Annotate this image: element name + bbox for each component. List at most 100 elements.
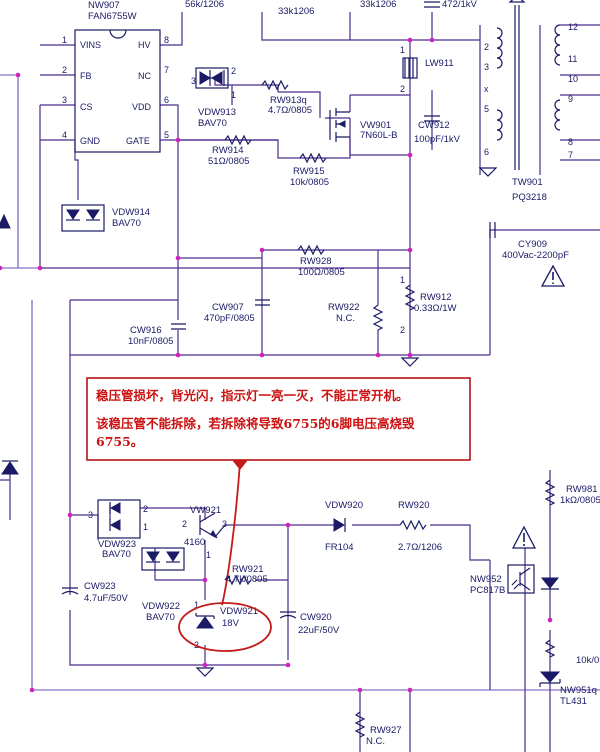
junctions bbox=[0, 37, 553, 693]
rw914-ref: RW914 bbox=[212, 145, 244, 156]
pin-num-5: 5 bbox=[164, 130, 169, 140]
vw901-part: 7N60L-B bbox=[360, 130, 398, 141]
vdw923-diode bbox=[97, 499, 141, 539]
vdw913-pin3: 3 bbox=[191, 76, 196, 86]
vdw923-pin1: 1 bbox=[143, 522, 148, 532]
pin-gnd: GND bbox=[80, 136, 101, 146]
tw-pin5: 5 bbox=[484, 104, 489, 114]
nw907-ref: NW907 bbox=[88, 0, 120, 11]
rw913-value: 4.7Ω/0805 bbox=[268, 105, 312, 116]
lw911-pin1: 1 bbox=[400, 45, 405, 55]
r-top1-value: 56k/1206 bbox=[185, 0, 224, 10]
pin-vdd: VDD bbox=[132, 102, 152, 112]
pin-num-3: 3 bbox=[62, 95, 67, 105]
vw901-mosfet bbox=[329, 108, 350, 142]
rw981-ref: RW981 bbox=[566, 484, 598, 495]
rw920-value: 2.7Ω/1206 bbox=[398, 542, 442, 553]
tw-pin3a: 3 bbox=[484, 62, 489, 72]
vw921-pin2: 2 bbox=[182, 519, 187, 529]
vdw914-part: BAV70 bbox=[112, 218, 141, 229]
pin-vins: VINS bbox=[80, 40, 101, 50]
r-right-resistor bbox=[544, 639, 556, 658]
cy909-capacitor bbox=[489, 222, 496, 238]
rw981-value: 1kΩ/0805 bbox=[560, 495, 600, 506]
rw921-value: 4.7k/0805 bbox=[226, 574, 268, 585]
note-line1: 稳压管损坏，背光闪，指示灯一亮一灭，不能正常开机。 bbox=[96, 388, 409, 403]
vdw920-part: FR104 bbox=[325, 542, 354, 553]
rw922-value: N.C. bbox=[336, 313, 355, 324]
rw928-resistor bbox=[297, 244, 325, 256]
vdw921-pin1: 1 bbox=[194, 600, 199, 610]
cy909-ref: CY909 bbox=[518, 239, 547, 250]
cw907-capacitor bbox=[255, 299, 270, 306]
vdw921-zener bbox=[195, 613, 215, 629]
pin-num-1: 1 bbox=[62, 35, 67, 45]
cw920-ref: CW920 bbox=[300, 612, 332, 623]
nw951-part: TL431 bbox=[560, 696, 587, 707]
pin-fb: FB bbox=[80, 71, 92, 81]
c-top bbox=[424, 1, 440, 8]
warning-icon bbox=[540, 264, 566, 287]
vdw913-pin1: 1 bbox=[231, 90, 236, 100]
tw901-ref: TW901 bbox=[512, 177, 543, 188]
rw922-ref: RW922 bbox=[328, 302, 360, 313]
cw912-capacitor bbox=[424, 115, 440, 122]
rw927-resistor bbox=[354, 711, 366, 738]
nw952-ref: NW952 bbox=[470, 574, 502, 585]
tw-pin11: 11 bbox=[568, 54, 577, 64]
rw912-pin2: 2 bbox=[400, 325, 405, 335]
vdw914-diode bbox=[61, 204, 105, 232]
tw-pin8: 8 bbox=[568, 137, 573, 147]
tw-pin-x: x bbox=[484, 84, 489, 94]
nw951-ref: NW951q bbox=[560, 685, 597, 696]
vdw913-ref: VDW913 bbox=[198, 107, 236, 118]
annotation-arrow bbox=[221, 460, 248, 606]
pin-num-7: 7 bbox=[164, 65, 169, 75]
tw-pin7: 7 bbox=[568, 150, 573, 160]
cw916-value: 10nF/0805 bbox=[128, 336, 173, 347]
vdw921-ref: VDW921 bbox=[220, 606, 258, 617]
cw923-value: 4.7uF/50V bbox=[84, 593, 128, 604]
lw911-inductor bbox=[402, 57, 418, 79]
vdw913-diode bbox=[195, 67, 229, 89]
cw907-ref: CW907 bbox=[212, 302, 244, 313]
cw923-ref: CW923 bbox=[84, 581, 116, 592]
vdw921-value: 18V bbox=[222, 618, 240, 629]
vw901-ref: VW901 bbox=[360, 120, 391, 131]
vdw923-pin3: 3 bbox=[88, 510, 93, 520]
pin-hv: HV bbox=[138, 40, 151, 50]
rw927-ref: RW927 bbox=[370, 725, 402, 736]
vdw913-pin2: 2 bbox=[231, 66, 236, 76]
tw-pin9: 9 bbox=[568, 94, 573, 104]
tw-pin6: 6 bbox=[484, 147, 489, 157]
r-top3-value: 33k1206 bbox=[360, 0, 396, 10]
rw921-resistor bbox=[224, 574, 252, 586]
nw952-part: PC817B bbox=[470, 585, 505, 596]
vw921-ref: VW921 bbox=[190, 505, 221, 516]
rw913-resistor bbox=[261, 79, 289, 91]
led-diode bbox=[540, 577, 560, 590]
rw921-ref: RW921 bbox=[232, 564, 264, 575]
pin-num-6: 6 bbox=[164, 95, 169, 105]
pin-gate: GATE bbox=[126, 136, 150, 146]
rw914-value: 51Ω/0805 bbox=[208, 156, 249, 167]
cw912-ref: CW912 bbox=[418, 120, 450, 131]
cw920-value: 22uF/50V bbox=[298, 625, 340, 636]
nw952-optocoupler bbox=[507, 564, 535, 594]
vdw920-ref: VDW920 bbox=[325, 500, 363, 511]
vdw923-ref: VDW923 bbox=[98, 539, 136, 550]
tw-pin10: 10 bbox=[568, 74, 578, 84]
tw901-part: PQ3218 bbox=[512, 192, 547, 203]
ic-nw907: NW907 FAN6755W VINS FB CS GND HV NC VDD … bbox=[62, 0, 169, 153]
vdw923-pin2: 2 bbox=[143, 504, 148, 514]
rw915-value: 10k/0805 bbox=[290, 177, 329, 188]
cw912-value: 100pF/1kV bbox=[414, 134, 461, 145]
r-top2-value: 33k1206 bbox=[278, 6, 314, 17]
note-line2: 该稳压管不能拆除，若拆除将导致6755的6脚电压高烧毁 bbox=[96, 416, 415, 431]
rw981-resistor bbox=[544, 479, 556, 506]
cw923-capacitor bbox=[61, 587, 79, 595]
pin-num-8: 8 bbox=[164, 35, 169, 45]
rw928-value: 100Ω/0805 bbox=[298, 267, 345, 278]
rw912-pin1: 1 bbox=[400, 275, 405, 285]
